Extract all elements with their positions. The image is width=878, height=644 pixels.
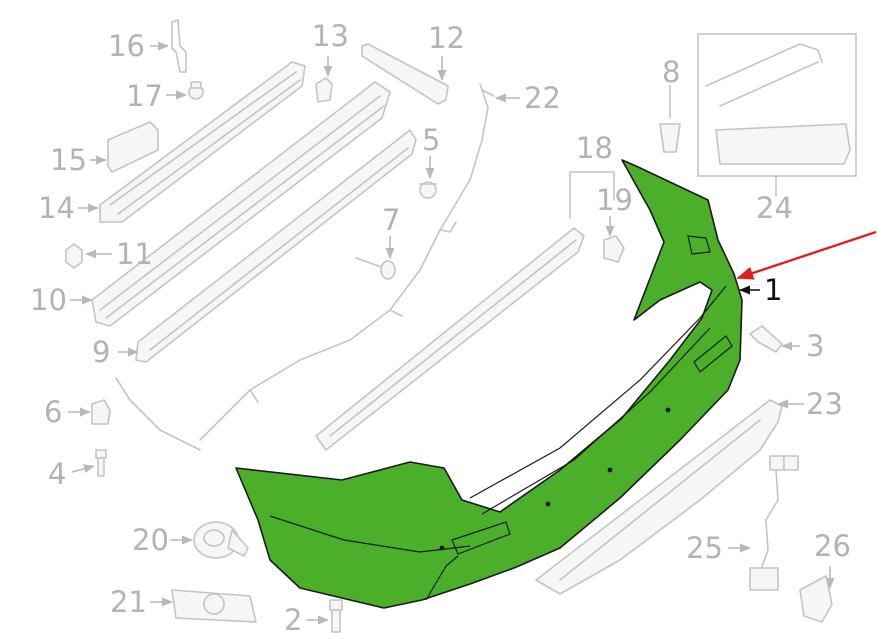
callout-13: 13 <box>312 19 349 53</box>
callout-12: 12 <box>428 21 465 55</box>
part-19-clip <box>603 235 625 263</box>
part-26-bracket <box>799 575 833 623</box>
red-pointer-arrow <box>736 230 877 280</box>
part-15-bracket <box>107 121 159 173</box>
callout-26: 26 <box>814 529 851 563</box>
callout-4: 4 <box>48 457 66 491</box>
part-14-absorber <box>99 61 306 223</box>
callout-3: 3 <box>806 329 824 363</box>
part-4-bolt <box>95 449 107 477</box>
callout-1: 1 <box>764 273 782 307</box>
part-10-reinforcement <box>91 81 391 327</box>
callout-labels: 16 17 15 14 11 10 9 6 4 13 12 22 5 7 18 … <box>30 19 851 637</box>
part-24-detail-box <box>697 33 857 197</box>
part-9-bracket <box>135 129 417 363</box>
part-18-trim <box>315 171 615 451</box>
callout-11: 11 <box>116 237 153 271</box>
callout-20: 20 <box>132 523 169 557</box>
part-22-wiring-harness <box>199 83 495 441</box>
callout-18: 18 <box>576 131 613 165</box>
callout-23: 23 <box>806 387 843 421</box>
callout-14: 14 <box>38 191 75 225</box>
callout-21: 21 <box>110 585 147 619</box>
callout-25: 25 <box>686 531 723 565</box>
part-13-clip <box>315 77 333 103</box>
part-3-screw <box>749 325 783 353</box>
part-1-rear-bumper-cover <box>235 159 743 609</box>
callout-16: 16 <box>108 29 145 63</box>
callout-5: 5 <box>422 123 440 157</box>
callout-24: 24 <box>756 191 793 225</box>
callout-15: 15 <box>50 143 87 177</box>
callout-6: 6 <box>44 395 62 429</box>
part-8-clip <box>659 85 681 153</box>
callout-9: 9 <box>92 335 110 369</box>
callout-19: 19 <box>596 183 633 217</box>
part-25-harness <box>749 455 799 591</box>
callout-17: 17 <box>126 79 163 113</box>
part-17-screw <box>188 81 204 100</box>
part-20-sensor <box>193 521 249 559</box>
callout-2: 2 <box>284 603 302 637</box>
part-21-sensor-bracket <box>171 589 257 623</box>
part-2-bolt <box>329 599 343 633</box>
callout-10: 10 <box>30 283 67 317</box>
part-6-sensor-holder <box>91 377 201 451</box>
callout-7: 7 <box>382 203 400 237</box>
callout-8: 8 <box>662 55 680 89</box>
part-11-nut <box>65 243 83 269</box>
leader-lines <box>68 41 835 625</box>
part-23-diffuser <box>535 399 783 595</box>
callout-22: 22 <box>524 81 561 115</box>
part-7-pin <box>355 257 396 280</box>
part-5-cap <box>419 181 437 199</box>
part-12-strip <box>361 43 449 105</box>
part-16-bracket <box>171 19 187 73</box>
